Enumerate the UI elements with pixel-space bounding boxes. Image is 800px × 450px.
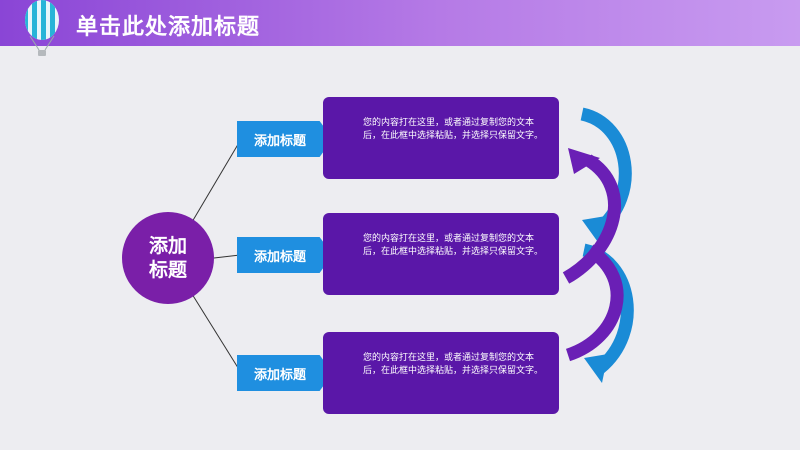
label-box-text: 添加标题 — [253, 367, 306, 383]
label-box-text: 添加标题 — [253, 133, 306, 149]
curved-arrow-icon — [562, 107, 634, 383]
content-text: 您的内容打在这里，或者通过复制您的文本后，在此框中选择粘贴，并选择只保留文字。 — [363, 353, 544, 376]
label-box-1[interactable]: 添加标题 — [237, 121, 333, 157]
label-box-2[interactable]: 添加标题 — [237, 237, 333, 273]
header-bar: 单击此处添加标题 — [0, 0, 800, 56]
content-box-1[interactable]: 您的内容打在这里，或者通过复制您的文本后，在此框中选择粘贴，并选择只保留文字。 — [323, 97, 559, 179]
content-text: 您的内容打在这里，或者通过复制您的文本后，在此框中选择粘贴，并选择只保留文字。 — [363, 118, 544, 141]
label-box-text: 添加标题 — [253, 249, 306, 265]
content-box-3[interactable]: 您的内容打在这里，或者通过复制您的文本后，在此框中选择粘贴，并选择只保留文字。 — [323, 332, 559, 414]
content-text: 您的内容打在这里，或者通过复制您的文本后，在此框中选择粘贴，并选择只保留文字。 — [363, 234, 544, 257]
center-circle-label: 添加标题 — [148, 235, 187, 281]
center-circle[interactable]: 添加标题 — [122, 212, 214, 304]
content-box-2[interactable]: 您的内容打在这里，或者通过复制您的文本后，在此框中选择粘贴，并选择只保留文字。 — [323, 213, 559, 295]
hot-air-balloon-icon — [25, 0, 59, 56]
page-title: 单击此处添加标题 — [76, 15, 261, 40]
label-box-3[interactable]: 添加标题 — [237, 355, 333, 391]
